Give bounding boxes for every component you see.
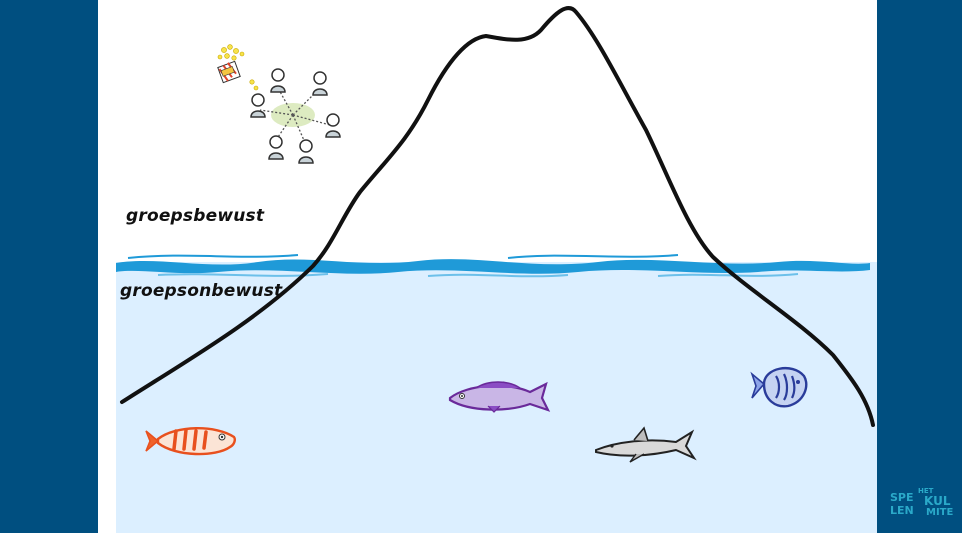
slide-canvas: groepsbewust groepsonbewust — [98, 0, 877, 533]
iceberg-scene — [98, 0, 877, 533]
brand-logo: SPE LEN HET KUL MITE — [890, 488, 954, 520]
left-frame-bar — [0, 0, 98, 533]
logo-text-len: LEN — [890, 505, 914, 516]
logo-text-kul: KUL — [924, 495, 950, 507]
right-frame-bar — [877, 0, 962, 533]
logo-text-spe: SPE — [890, 492, 914, 503]
logo-text-mite: MITE — [926, 508, 953, 518]
group-of-people-icon — [251, 69, 340, 163]
popcorn-icon — [218, 45, 258, 90]
label-groepsonbewust: groepsonbewust — [120, 281, 282, 301]
label-groepsbewust: groepsbewust — [126, 206, 264, 226]
